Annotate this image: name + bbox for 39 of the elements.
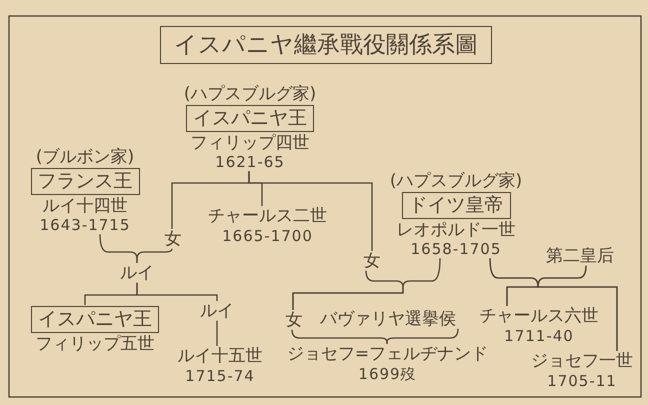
title: イスパニヤ繼承戰役關係系圖	[160, 26, 492, 64]
title-box: ドイツ皇帝	[402, 192, 510, 219]
name-label: ジョセフ=フェルヂナンド	[286, 345, 488, 364]
family-line	[136, 248, 173, 263]
family-line	[292, 258, 441, 310]
name-label: チャールス六世	[480, 307, 598, 326]
title-box: イスパニヤ王	[31, 306, 159, 333]
family-line	[136, 282, 218, 301]
house-label: (ハプスブルグ家)	[184, 85, 316, 104]
years-label: 1699歿	[358, 366, 417, 382]
name-label: ルイ	[200, 301, 234, 321]
years-label: 1715-74	[185, 368, 255, 384]
family-line	[537, 266, 618, 351]
name-label: 女	[283, 310, 305, 330]
name-label: レオポルド一世	[396, 220, 516, 240]
family-line	[291, 330, 388, 344]
years-label: 1665-1700	[222, 228, 313, 244]
years-label: 1621-65	[215, 154, 285, 171]
family-line	[248, 171, 373, 251]
years-label: 1705-11	[547, 372, 617, 390]
years-label: 1643-1715	[40, 217, 130, 234]
years-label: 1711-40	[504, 328, 574, 344]
name-label: ジョセフ一世	[531, 352, 633, 371]
name-label: ルイ十五世	[178, 347, 262, 366]
name-label: チャールス二世	[208, 207, 327, 226]
name-label: バヴァリヤ選擧侯	[310, 309, 466, 329]
title-box: イスパニヤ王	[186, 104, 314, 132]
name-label: ルイ十四世	[42, 196, 128, 216]
name-label: 第二皇后	[536, 246, 624, 266]
house-label: (ブルボン家)	[36, 148, 134, 167]
name-label: ルイ	[120, 263, 154, 283]
name-label: フィリップ五世	[36, 334, 154, 354]
years-label: 1658-1705	[410, 241, 502, 258]
family-line	[216, 320, 218, 346]
name-label: 女	[162, 229, 184, 249]
title-box: フランス王	[30, 168, 140, 195]
name-label: フィリップ四世	[190, 134, 310, 152]
name-label: 女	[361, 251, 383, 271]
house-label: (ハプスブルグ家)	[390, 172, 522, 191]
